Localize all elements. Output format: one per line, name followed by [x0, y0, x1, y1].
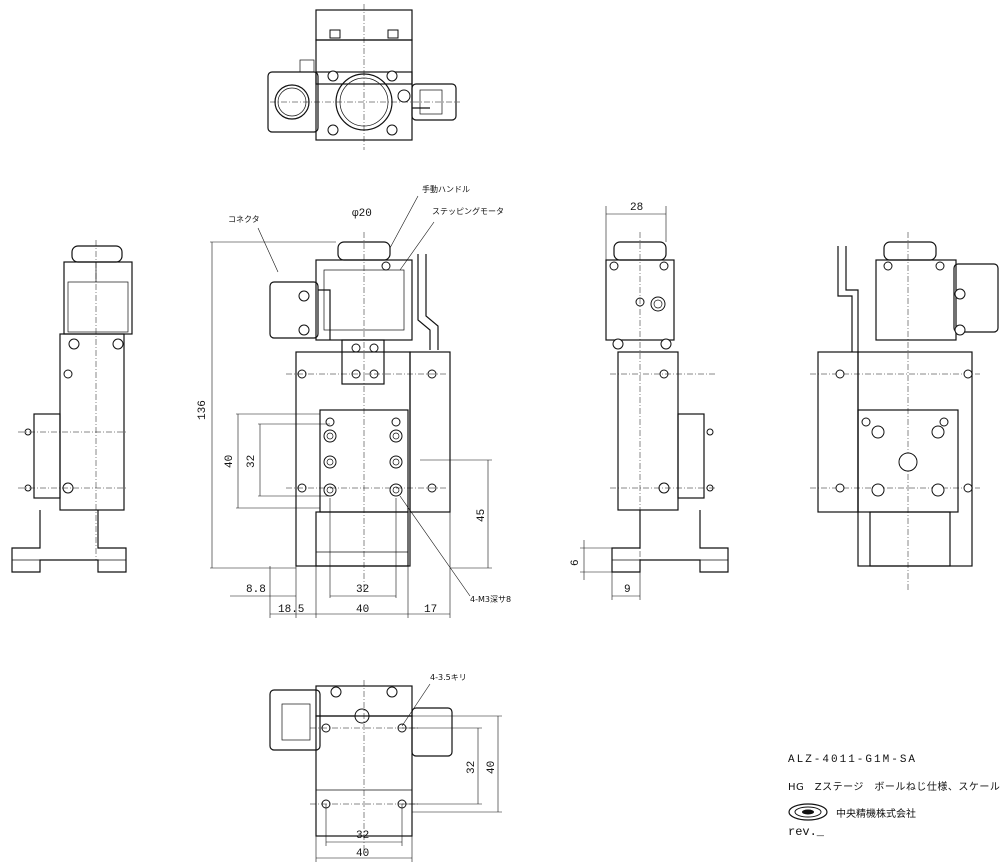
- bottom-dim-40-horizontal: 40: [356, 848, 369, 860]
- dim-32-horizontal: 32: [356, 584, 369, 596]
- dim-28: 28: [630, 202, 643, 214]
- dim-6: 6: [570, 559, 582, 566]
- right-side-view: [580, 206, 729, 600]
- dim-8-8: 8.8: [246, 584, 266, 596]
- dim-45: 45: [476, 509, 488, 522]
- top-view: [267, 4, 460, 150]
- rear-view: [810, 232, 999, 590]
- product-description: HG Zステージ ボールねじ仕様、スケール付: [788, 782, 1000, 793]
- dim-32-vertical: 32: [246, 455, 258, 468]
- handwheel-callout: 手動ハンドル: [422, 184, 470, 194]
- bottom-dim-32-horizontal: 32: [356, 830, 369, 842]
- company-row: 中央精機株式会社: [788, 803, 998, 821]
- revision: rev._: [788, 825, 825, 839]
- dim-40-horizontal: 40: [356, 604, 369, 616]
- company-name: 中央精機株式会社: [836, 808, 916, 820]
- bottom-view: [269, 680, 502, 862]
- tapped-holes-callout: 4-M3深サ8: [470, 595, 511, 604]
- dim-40-vertical: 40: [224, 455, 236, 468]
- connector-callout: コネクタ: [228, 215, 260, 224]
- front-view: [210, 195, 492, 618]
- company-logo-icon: [788, 803, 828, 821]
- bottom-dim-32-vertical: 32: [466, 761, 478, 774]
- bottom-dim-40-vertical: 40: [486, 761, 498, 774]
- dim-9: 9: [624, 584, 631, 596]
- through-holes-callout: 4-3.5キリ: [430, 673, 467, 682]
- dim-136: 136: [197, 400, 209, 420]
- title-block: ALZ-4011-G1M-SA HG Zステージ ボールねじ仕様、スケール付 中…: [788, 754, 1000, 839]
- stepping-motor-callout: ステッピングモータ: [432, 206, 504, 216]
- dim-phi20: φ20: [352, 208, 372, 220]
- left-side-view: [11, 240, 133, 573]
- dim-18-5: 18.5: [278, 604, 304, 616]
- dim-17: 17: [424, 604, 437, 616]
- model-number: ALZ-4011-G1M-SA: [788, 754, 918, 766]
